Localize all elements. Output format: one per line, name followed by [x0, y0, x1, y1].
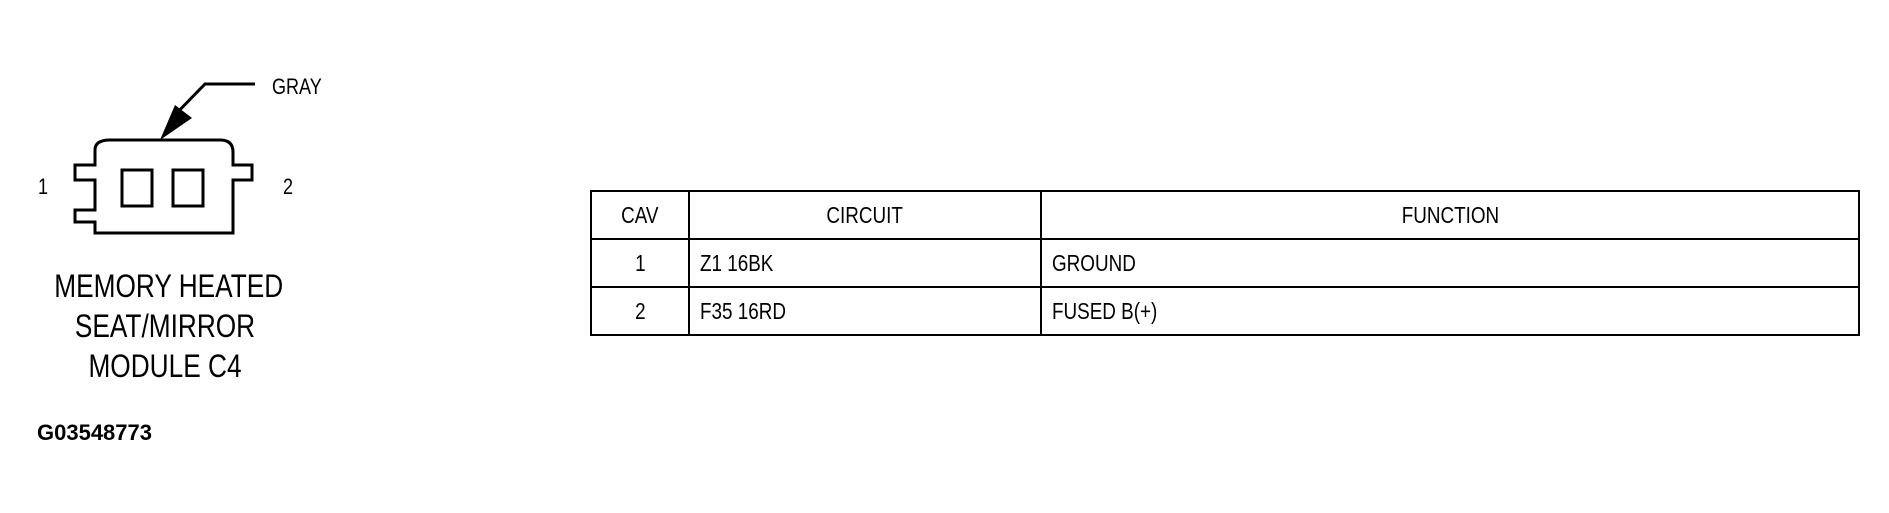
function-cell: GROUND — [1040, 238, 1860, 288]
title-line: SEAT/MIRROR — [74, 308, 256, 344]
connector-body — [73, 138, 254, 235]
circuit-cell: F35 16RD — [688, 286, 1042, 336]
title-line: MEMORY HEATED — [54, 268, 284, 304]
cavity-2 — [171, 168, 205, 208]
table-header-row: CAV CIRCUIT FUNCTION — [590, 190, 1860, 240]
title-line: MODULE C4 — [88, 348, 242, 384]
table-row: 2 F35 16RD FUSED B(+) — [590, 286, 1860, 336]
header-cav: CAV — [590, 190, 690, 240]
circuit-cell: Z1 16BK — [688, 238, 1042, 288]
pinout-table: CAV CIRCUIT FUNCTION 1 Z1 16BK GROUND 2 … — [590, 190, 1860, 336]
cav-cell: 1 — [590, 238, 690, 288]
figure-id: G03548773 — [37, 420, 152, 445]
cav-cell: 2 — [590, 286, 690, 336]
arrow-icon — [160, 105, 192, 140]
header-function: FUNCTION — [1040, 190, 1860, 240]
cavity-1 — [120, 168, 154, 208]
connector-diagram — [73, 82, 255, 235]
color-label: GRAY — [272, 74, 322, 99]
function-cell: FUSED B(+) — [1040, 286, 1860, 336]
pin-label-1: 1 — [38, 174, 49, 199]
leader-line — [168, 82, 255, 122]
pin-label-2: 2 — [283, 174, 294, 199]
connector-title: MEMORY HEATED SEAT/MIRROR MODULE C4 — [30, 266, 300, 386]
header-circuit: CIRCUIT — [688, 190, 1042, 240]
table-row: 1 Z1 16BK GROUND — [590, 238, 1860, 288]
